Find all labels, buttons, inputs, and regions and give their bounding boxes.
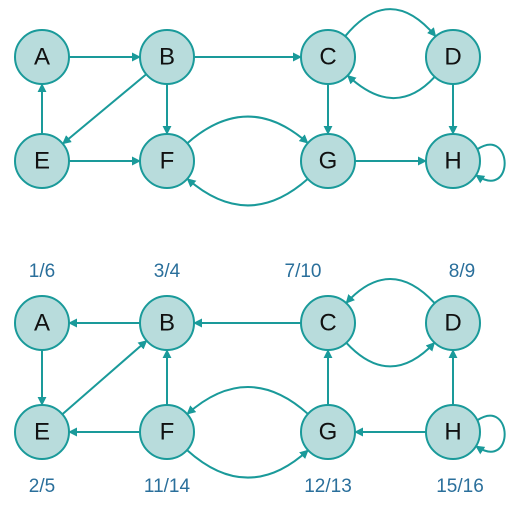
- edges-layer: [37, 8, 506, 479]
- top-node-f-label: F: [160, 147, 175, 174]
- bottom-edge-d-to-c: [345, 278, 436, 304]
- top-node-c-circle: [300, 29, 356, 85]
- bottom-edge-g-to-f: [186, 386, 309, 415]
- bottom-node-f-label: F: [160, 418, 175, 445]
- bottom-node-f-circle: [139, 404, 195, 460]
- top-node-g-circle: [300, 133, 356, 189]
- bottom-time-label-f: 11/14: [144, 476, 191, 497]
- bottom-node-a: A: [14, 295, 70, 351]
- top-node-e-label: E: [34, 147, 50, 174]
- bottom-node-b: B: [139, 295, 195, 351]
- bottom-node-d: D: [425, 295, 481, 351]
- bottom-time-label-g: 12/13: [304, 476, 352, 497]
- bottom-node-b-label: B: [159, 309, 175, 336]
- top-node-f-circle: [139, 133, 195, 189]
- bottom-time-label-b: 3/4: [154, 261, 181, 282]
- top-node-b: B: [139, 29, 195, 85]
- top-edge-d-to-c: [346, 74, 436, 99]
- bottom-node-b-circle: [139, 295, 195, 351]
- bottom-time-label-c: 7/10: [285, 261, 322, 282]
- top-node-e: E: [14, 133, 70, 189]
- top-node-h-label: H: [444, 147, 461, 174]
- top-node-b-circle: [139, 29, 195, 85]
- bottom-node-c: C: [300, 295, 356, 351]
- bottom-time-label-h: 15/16: [436, 476, 484, 497]
- top-edge-f-to-g: [186, 115, 309, 144]
- bottom-node-g-circle: [300, 404, 356, 460]
- top-node-a: A: [14, 29, 70, 85]
- top-node-g: G: [300, 133, 356, 189]
- top-node-h-circle: [425, 133, 481, 189]
- top-node-g-label: G: [319, 147, 338, 174]
- top-edge-c-to-d: [344, 8, 437, 38]
- top-node-e-circle: [14, 133, 70, 189]
- top-edge-h-to-h: [475, 143, 506, 184]
- nodes-layer: A B C D E F G H A B C D E F G H: [14, 29, 481, 460]
- bottom-node-d-label: D: [444, 309, 461, 336]
- top-node-h: H: [425, 133, 481, 189]
- top-node-c-label: C: [319, 43, 336, 70]
- top-node-d: D: [425, 29, 481, 85]
- bottom-edge-h-to-h: [475, 414, 506, 455]
- bottom-edge-c-to-d: [345, 341, 436, 368]
- bottom-edge-f-to-g: [186, 449, 309, 479]
- top-edge-b-to-e: [62, 73, 147, 145]
- bottom-node-c-label: C: [319, 309, 336, 336]
- top-node-d-label: D: [444, 43, 461, 70]
- labels-layer: 1/6 3/4 7/10 8/9 2/5 11/14 12/13 15/16: [29, 261, 484, 497]
- bottom-node-d-circle: [425, 295, 481, 351]
- bottom-node-h: H: [425, 404, 481, 460]
- bottom-node-a-circle: [14, 295, 70, 351]
- bottom-time-label-e: 2/5: [29, 476, 55, 497]
- bottom-node-e-circle: [14, 404, 70, 460]
- bottom-node-g: G: [300, 404, 356, 460]
- bottom-node-g-label: G: [319, 418, 338, 445]
- bottom-node-e-label: E: [34, 418, 50, 445]
- bottom-node-h-label: H: [444, 418, 461, 445]
- top-node-a-circle: [14, 29, 70, 85]
- top-node-f: F: [139, 133, 195, 189]
- top-node-b-label: B: [159, 43, 175, 70]
- bottom-node-c-circle: [300, 295, 356, 351]
- bottom-node-f: F: [139, 404, 195, 460]
- top-node-c: C: [300, 29, 356, 85]
- bottom-time-label-d: 8/9: [449, 261, 475, 282]
- bottom-node-e: E: [14, 404, 70, 460]
- bottom-node-h-circle: [425, 404, 481, 460]
- bottom-edge-e-to-b: [61, 339, 148, 416]
- bottom-node-a-label: A: [34, 309, 50, 336]
- bottom-time-label-a: 1/6: [29, 261, 55, 282]
- top-node-d-circle: [425, 29, 481, 85]
- top-node-a-label: A: [34, 43, 50, 70]
- top-edge-g-to-f: [186, 178, 309, 207]
